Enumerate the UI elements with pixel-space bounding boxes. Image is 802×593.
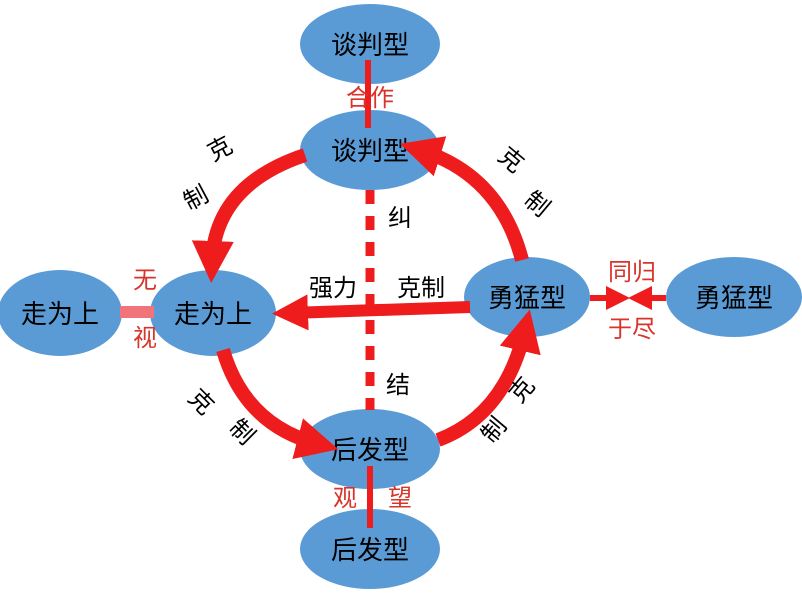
- label-ignore-2: 视: [133, 324, 157, 352]
- node-bottom-outer-label: 后发型: [331, 536, 409, 566]
- label-entangle-2: 结: [386, 371, 410, 399]
- node-right-outer: 勇猛型: [666, 257, 802, 337]
- label-ke-top-left: 克: [203, 131, 237, 167]
- label-zhi-bottom-left: 制: [224, 414, 261, 451]
- strong-check-arrow: [272, 294, 471, 331]
- label-strong-2: 克制: [397, 274, 445, 302]
- node-left-outer-label: 走为上: [21, 300, 99, 330]
- node-top-inner-label: 谈判型: [331, 137, 409, 167]
- node-top-outer: 谈判型: [300, 4, 440, 84]
- label-mutual-destruction-2: 于尽: [608, 315, 656, 343]
- ignore-bar: [120, 306, 154, 318]
- node-right-inner: 勇猛型: [464, 257, 590, 337]
- label-zhi-top-left: 制: [179, 180, 213, 216]
- node-left-inner-label: 走为上: [174, 300, 252, 330]
- label-watch-1: 观: [333, 484, 357, 512]
- label-zhi-top-right: 制: [519, 186, 555, 223]
- label-ignore-1: 无: [133, 266, 157, 294]
- label-strong-1: 强力: [309, 274, 357, 302]
- label-ke-bottom-left: 克: [183, 384, 220, 421]
- node-bottom-inner-label: 后发型: [331, 436, 409, 466]
- label-entangle-1: 纠: [388, 204, 412, 232]
- label-mutual-destruction-1: 同归: [608, 258, 656, 286]
- node-right-outer-label: 勇猛型: [695, 284, 773, 314]
- arc-left-to-bottom: [216, 347, 339, 460]
- arc-bottom-to-right: [435, 309, 541, 447]
- label-cooperate: 合作: [346, 84, 394, 112]
- arc-right-to-top: [399, 136, 529, 262]
- node-top-outer-label: 谈判型: [331, 31, 409, 61]
- arc-top-to-left: [191, 148, 308, 283]
- node-left-outer: 走为上: [0, 270, 122, 356]
- node-right-inner-label: 勇猛型: [488, 284, 566, 314]
- label-watch-2: 望: [388, 484, 412, 512]
- node-left-inner: 走为上: [150, 270, 276, 356]
- node-bottom-outer: 后发型: [300, 509, 440, 589]
- label-ke-top-right: 克: [493, 142, 529, 179]
